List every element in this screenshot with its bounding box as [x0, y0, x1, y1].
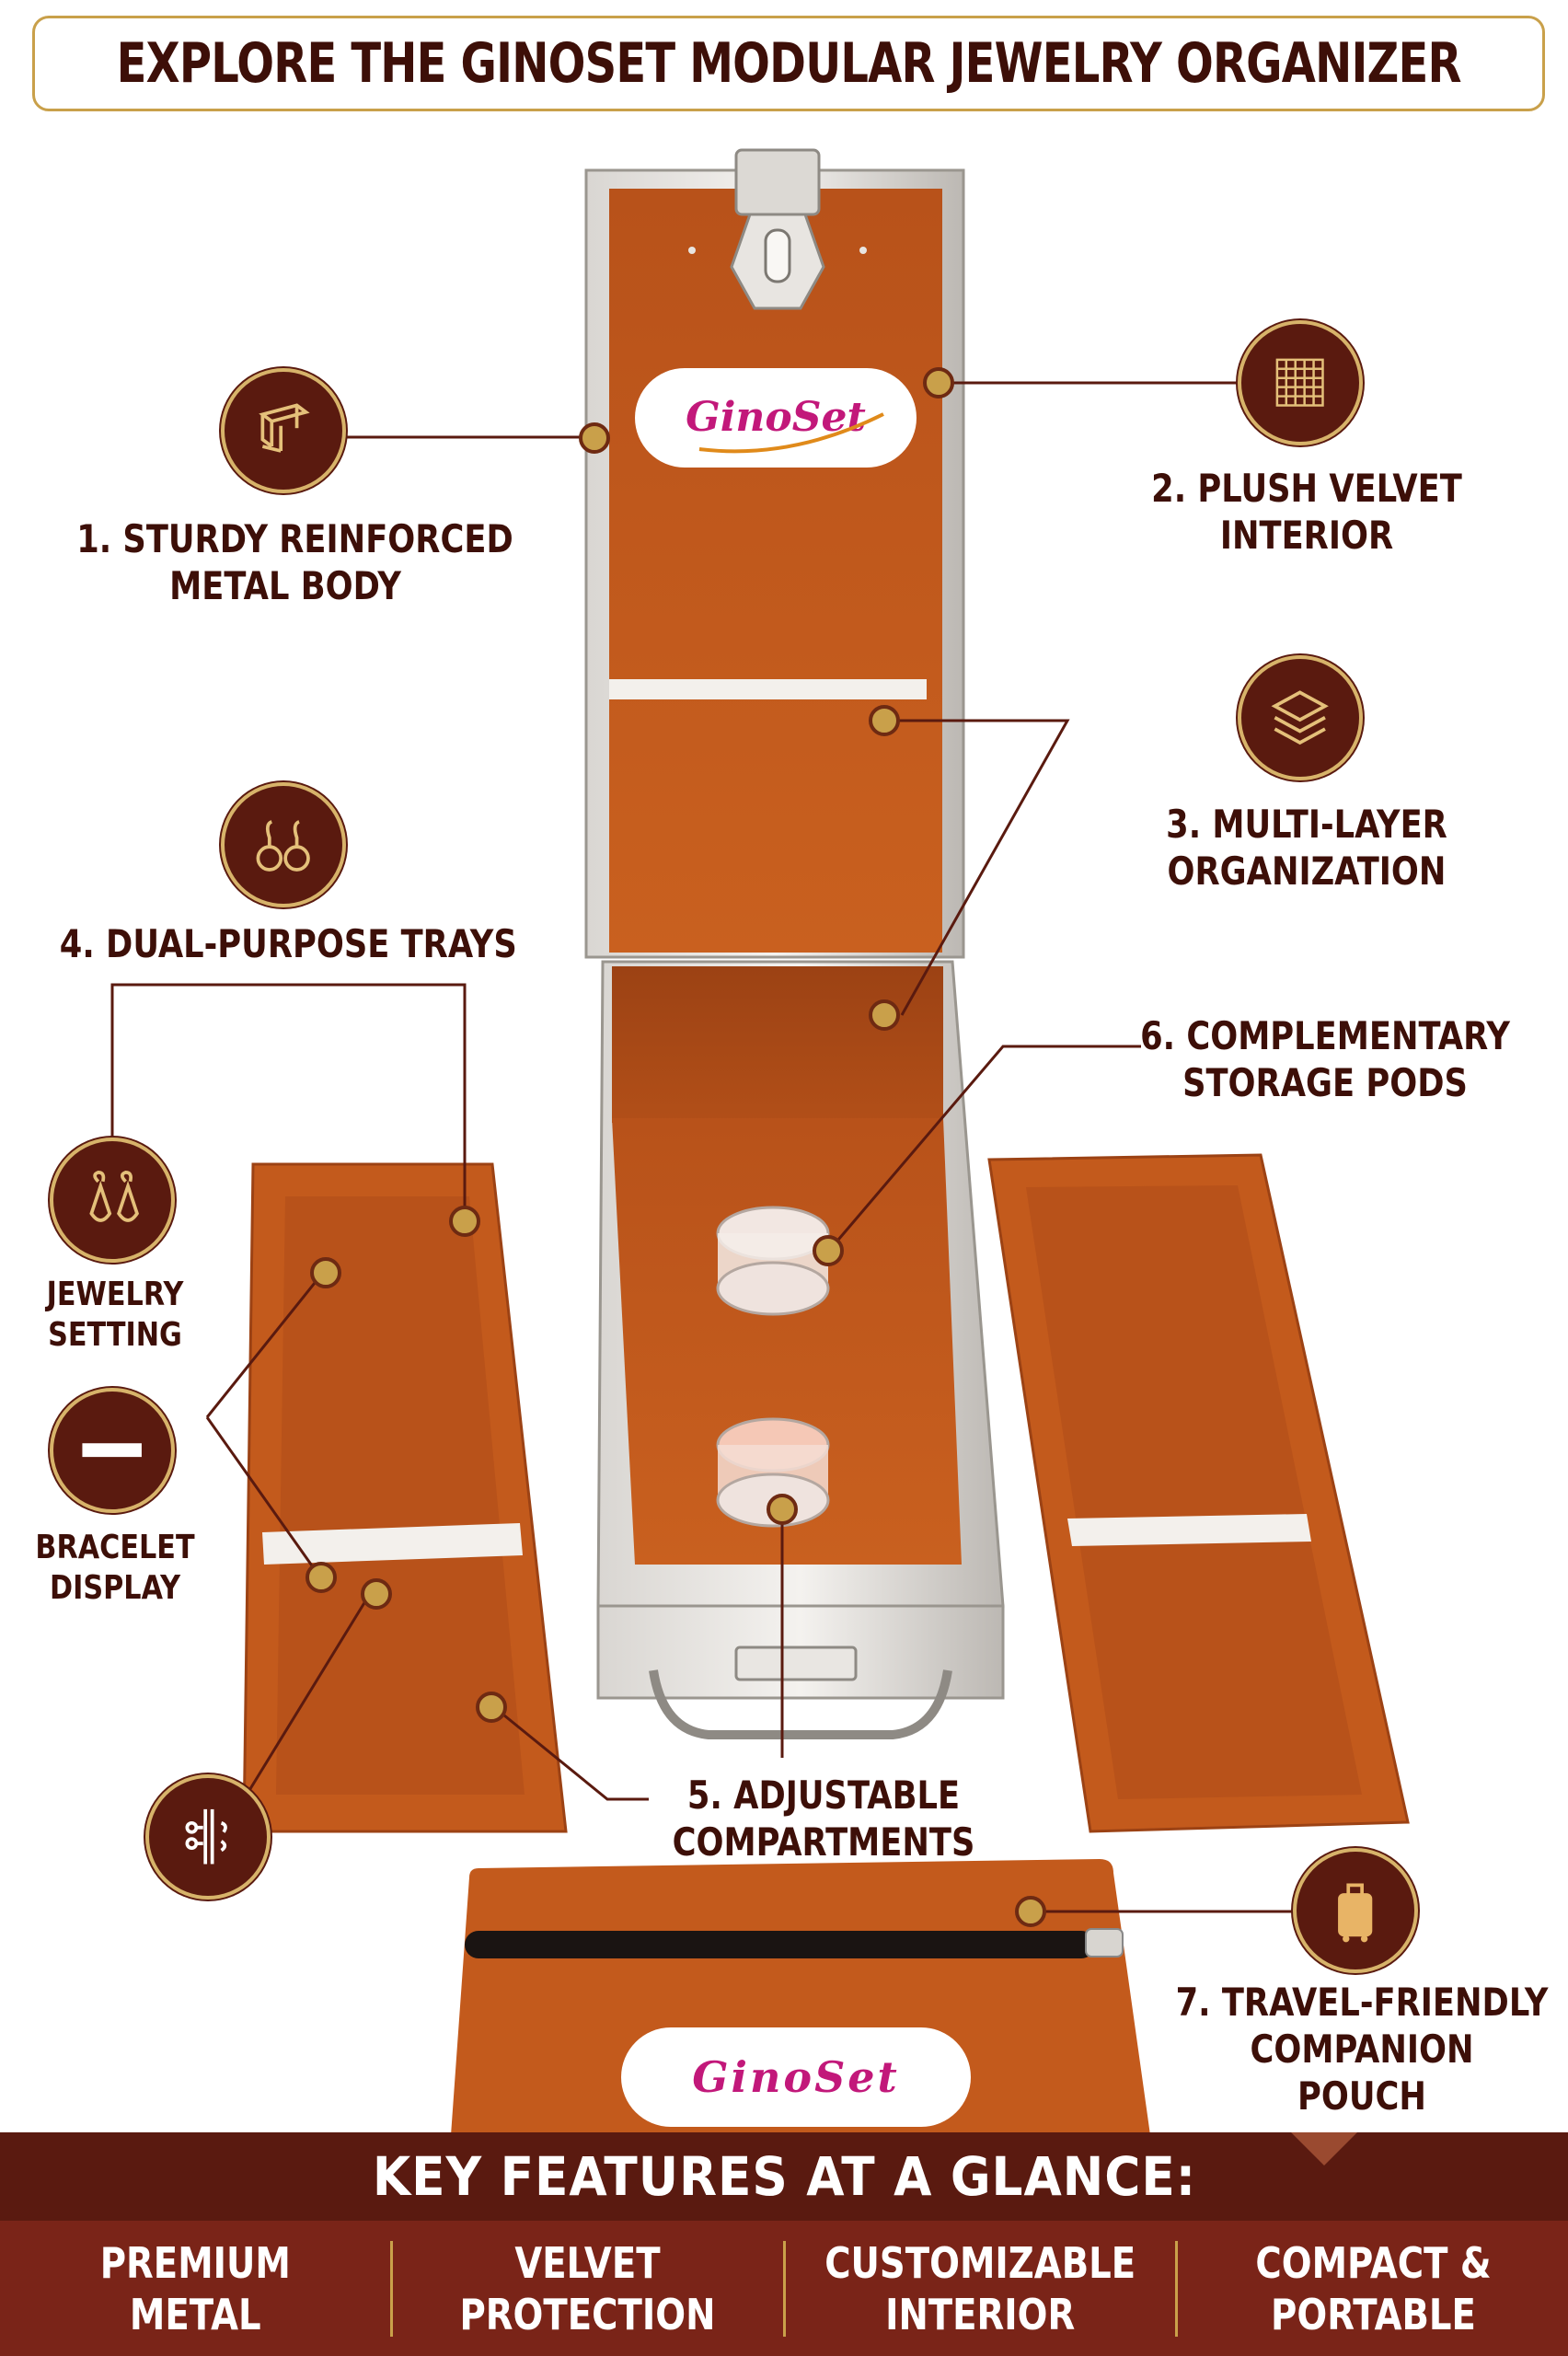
- velvet-texture-icon: [1238, 320, 1363, 445]
- anchor-dot-layers-base: [869, 999, 900, 1031]
- right-tray: [987, 1153, 1410, 1833]
- left-tray: [242, 1162, 568, 1833]
- pouch-logo: GinoSet: [692, 2052, 900, 2102]
- layers-icon: [1238, 655, 1363, 780]
- feature-label-4: 4. DUAL-PURPOSE TRAYS: [59, 921, 517, 966]
- page-title: EXPLORE THE GINOSET MODULAR JEWELRY ORGA…: [116, 31, 1461, 96]
- anchor-dot-jewelry-setting: [310, 1257, 341, 1288]
- anchor-dot-pod-bottom: [767, 1494, 798, 1525]
- anchor-dot-pouch: [1015, 1896, 1046, 1927]
- luggage-icon: [1293, 1848, 1418, 1973]
- pouch-logo-plate: GinoSet: [621, 2027, 971, 2127]
- title-banner: EXPLORE THE GINOSET MODULAR JEWELRY ORGA…: [32, 16, 1545, 111]
- footer-notch: [1291, 2132, 1357, 2165]
- box-lid: [584, 148, 965, 959]
- metal-beam-icon: [221, 368, 346, 493]
- bracelet-bar-icon: [50, 1388, 175, 1513]
- connector-lines: [110, 381, 1307, 1913]
- earrings-icon: [221, 782, 346, 907]
- adjustable-slots-icon: [145, 1774, 271, 1900]
- anchor-dot-layers: [869, 705, 900, 736]
- drop-earrings-icon: [50, 1138, 175, 1263]
- footer-item-compact-portable: COMPACT &PORTABLE: [1255, 2237, 1492, 2339]
- box-base: [596, 960, 1005, 1739]
- anchor-dot-trays: [449, 1206, 480, 1237]
- footer-heading: KEY FEATURES AT A GLANCE:: [372, 2145, 1196, 2208]
- anchor-dot-pod-top: [813, 1235, 844, 1266]
- anchor-dot-bracelet: [306, 1562, 337, 1593]
- anchor-dot-metal: [579, 422, 610, 454]
- anchor-dot-compartment-a: [361, 1578, 392, 1610]
- anchor-dot-compartment-b: [476, 1692, 507, 1723]
- anchor-dot-velvet: [923, 367, 954, 398]
